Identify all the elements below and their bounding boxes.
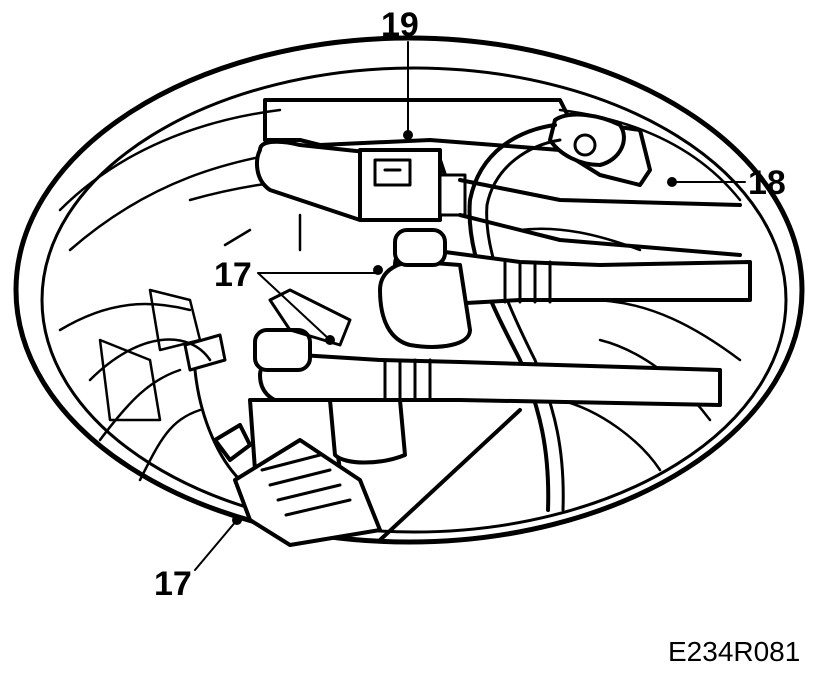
- coupling-lower: [383, 358, 432, 402]
- callout-19: 19: [381, 6, 419, 44]
- valve-body-2: [328, 398, 407, 465]
- wire-tie: [183, 333, 242, 482]
- figure-code: E234R081: [668, 636, 801, 667]
- access-hole-rim-outer: [13, 35, 805, 545]
- leader-17-upper-b: [257, 272, 331, 341]
- coupling-upper: [503, 260, 552, 304]
- tank-floor-edge: [378, 408, 522, 542]
- hose-right-upper: [458, 178, 742, 207]
- leader-17-lower: [194, 519, 238, 571]
- callout-17-upper: 17: [214, 256, 252, 294]
- callout-17-lower: 17: [154, 565, 192, 603]
- leader-dots: [232, 130, 677, 525]
- hose-right-upper-inner: [458, 213, 742, 257]
- fitting-upper: [378, 259, 472, 349]
- leader-lines: [194, 41, 746, 571]
- hose-clip-18: [548, 112, 626, 167]
- nipple-lower: [253, 328, 312, 372]
- nipple-upper: [393, 228, 447, 267]
- hose-clip-eye: [573, 133, 597, 157]
- callout-18: 18: [748, 164, 786, 202]
- connector-lower-base: [213, 423, 252, 462]
- connector-ribs: [260, 453, 352, 517]
- clip-middle: [268, 288, 352, 347]
- connector-latch: [373, 158, 412, 187]
- thin-hose-inner: [485, 138, 565, 512]
- access-hole-rim-inner: [40, 66, 788, 534]
